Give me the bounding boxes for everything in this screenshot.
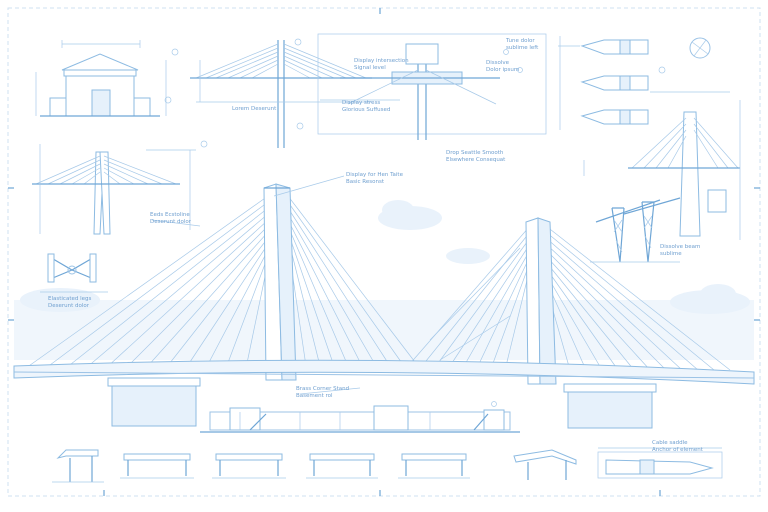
note-top-tower: Display intersection Signal level (354, 58, 409, 72)
note-line: sublime left (506, 45, 539, 51)
pavilion-elevation (35, 40, 179, 117)
note-line: Basement rol (296, 393, 333, 399)
note-line: Lorem Deserunt (232, 106, 277, 112)
note-line: Dolor ipsum (486, 67, 520, 73)
note-line: Cable saddle (652, 440, 688, 446)
anchor-detail (317, 33, 547, 140)
stay-cables-right (407, 225, 731, 371)
tower-elevation-left (32, 140, 208, 235)
note-line: Drop Seattle Smooth (446, 150, 504, 156)
deck-section-view (200, 401, 520, 433)
note-line: Elsewhere Consequat (446, 157, 506, 163)
horizon-band (14, 300, 754, 360)
note-line: Anchor of element (652, 447, 703, 453)
note-line: sublime (660, 251, 682, 257)
note-left-mid: Eeds Ecstoline Deserunt dolor (150, 212, 191, 226)
pylon-elevation-right (583, 100, 741, 240)
note-crane-label: Tune dolor sublime left (506, 38, 538, 52)
pier-right (567, 387, 653, 429)
joint-detail-left (40, 253, 108, 293)
note-bottom-right: Cable saddle Anchor of element (652, 440, 703, 454)
bridge-deck (13, 359, 755, 385)
note-main-tower: Display for Hen Taite Basic Resonst (346, 172, 403, 186)
note-top-left-label: Lorem Deserunt (232, 106, 276, 113)
note-line: Deserunt dolor (48, 303, 90, 309)
construction-cranes (590, 197, 681, 263)
main-tower-left-face (275, 183, 297, 381)
detail-row-bottom (52, 447, 723, 483)
note-center-top: Display stress Glorious Suffused (342, 100, 390, 114)
note-foundation: Brass Corner Stand Basement rol (296, 386, 349, 400)
note-line: Display intersection (354, 58, 409, 64)
note-line: Signal level (354, 65, 386, 71)
note-line: Display for Hen Taite (346, 172, 403, 178)
note-line: Glorious Suffused (342, 107, 391, 113)
cloud-icon (20, 200, 750, 314)
pylon-elevation-small (190, 38, 372, 148)
main-tower-right-face (537, 217, 557, 385)
note-line: Deserunt dolor (150, 219, 192, 225)
cable-stayed-bridge (13, 175, 755, 429)
note-line: Eeds Ecstoline (150, 212, 190, 218)
cable-anchor-details (558, 36, 730, 130)
note-line: Elasticated legs (48, 296, 92, 302)
stay-cables-left (25, 195, 419, 369)
sheet-border (7, 7, 761, 497)
note-line: Dissolve beam (660, 244, 701, 250)
note-line: Dissolve (486, 60, 510, 66)
note-mid-block: Drop Seattle Smooth Elsewhere Consequat (446, 150, 505, 164)
note-line: Display stress (342, 100, 381, 106)
note-line: Brass Corner Stand (296, 386, 350, 392)
note-line: Tune dolor (506, 38, 535, 44)
note-crane-label2: Dissolve Dolor ipsum (486, 60, 519, 74)
note-line: Basic Resonst (346, 179, 385, 185)
pier-left (111, 381, 197, 427)
note-left-tower: Elasticated legs Deserunt dolor (48, 296, 91, 310)
note-right-mid: Dissolve beam sublime (660, 244, 700, 258)
